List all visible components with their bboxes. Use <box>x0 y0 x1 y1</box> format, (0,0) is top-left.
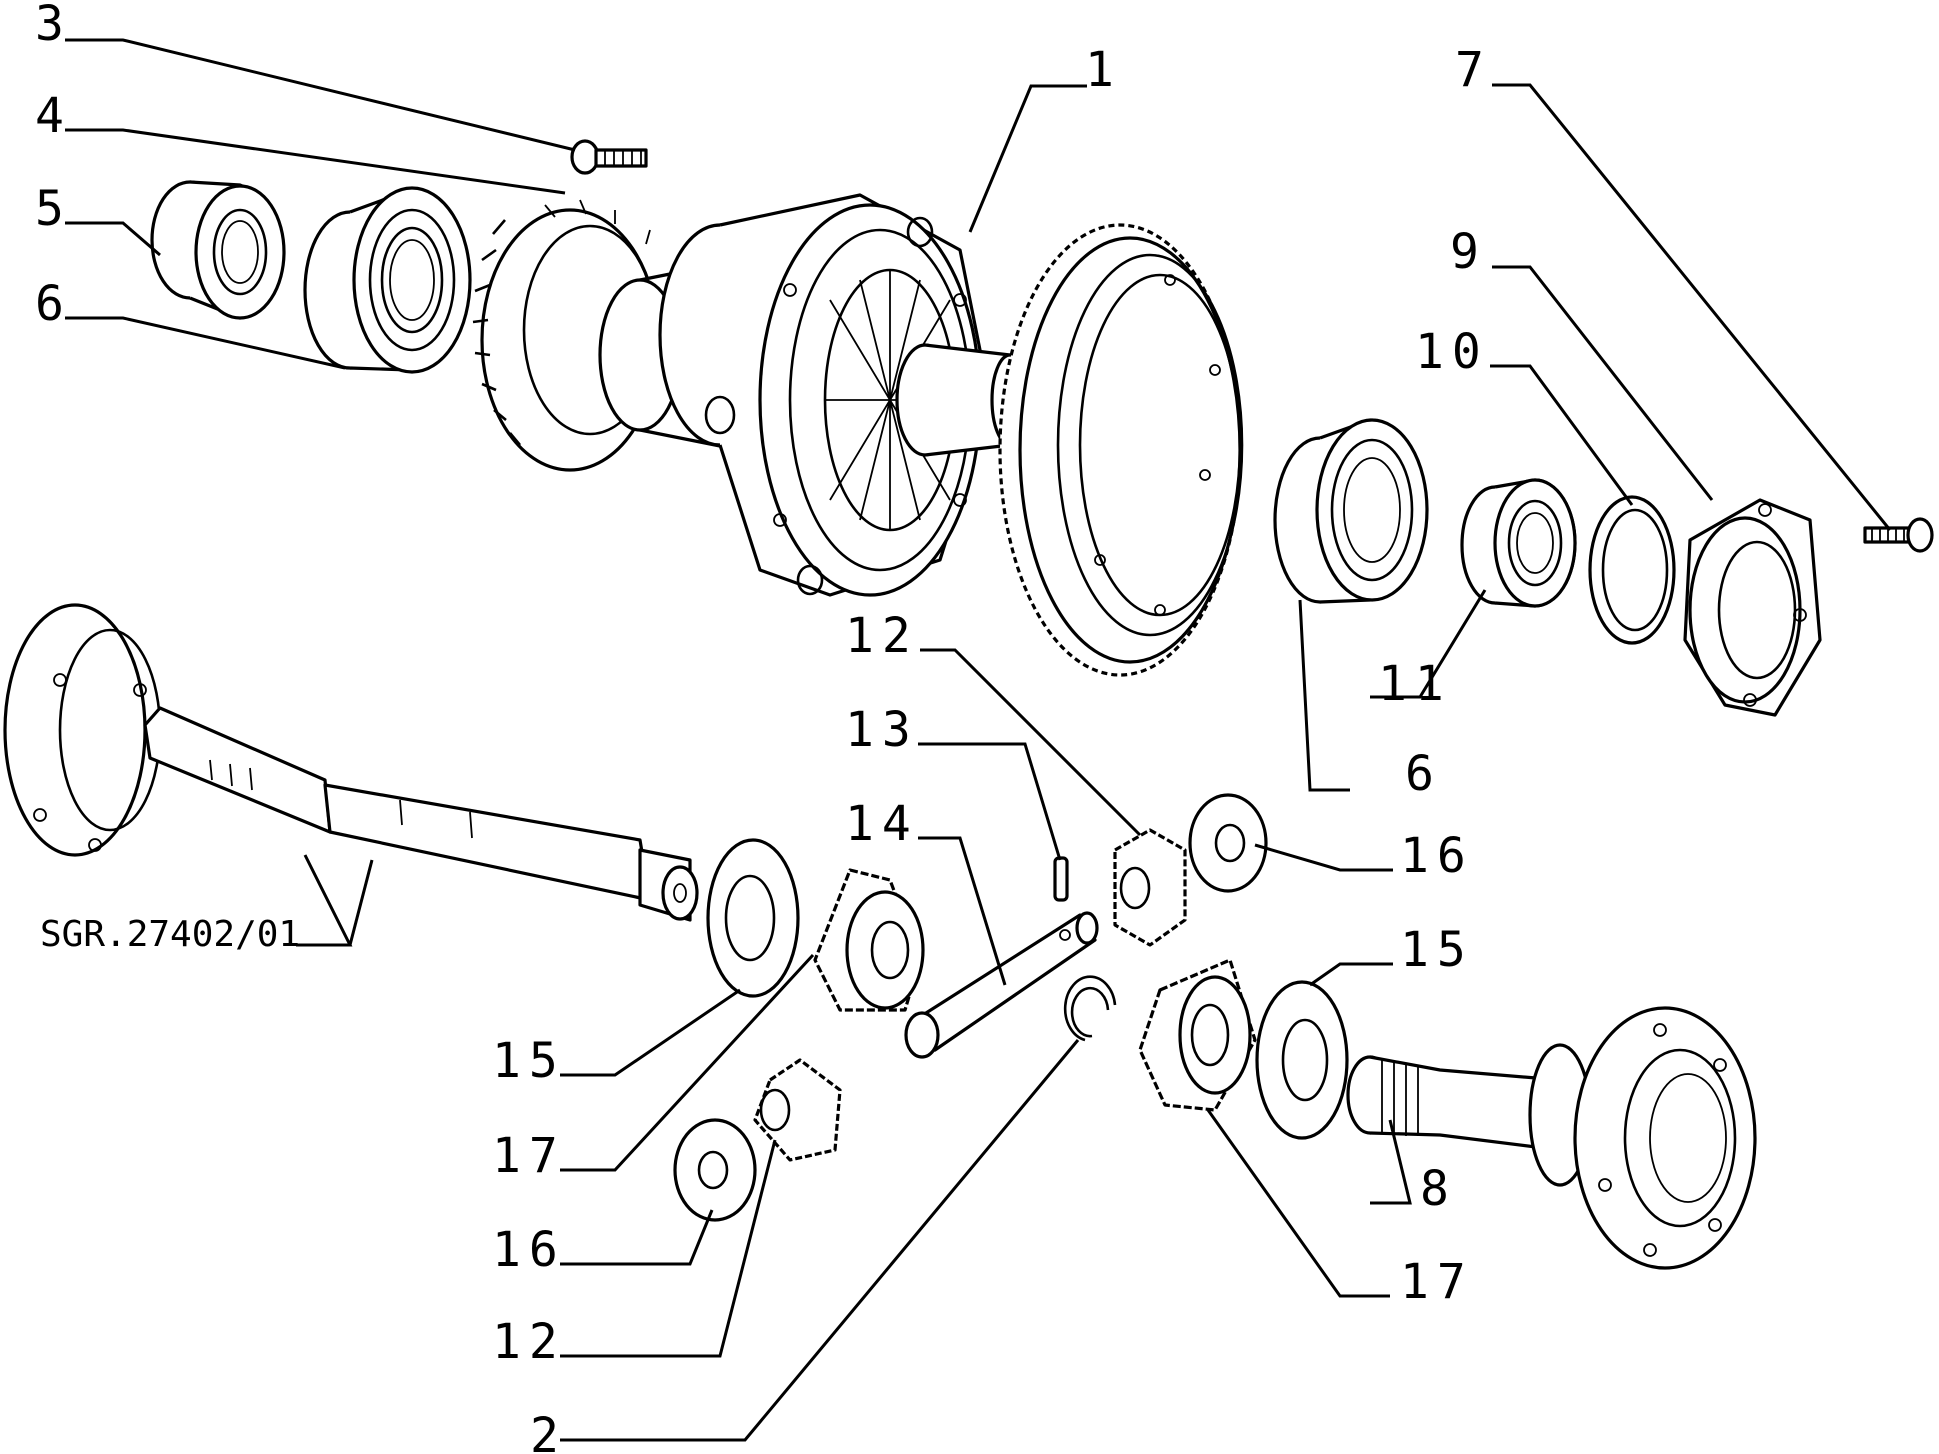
oil-seal-part-5 <box>150 180 286 320</box>
callout-12-bottom: 12 <box>492 1314 566 1370</box>
callout-10: 10 <box>1415 324 1489 380</box>
callout-1: 1 <box>1085 42 1114 98</box>
callout-8: 8 <box>1420 1161 1449 1217</box>
left-output-shaft <box>3 603 699 922</box>
ring-gear <box>998 223 1244 677</box>
side-gear-part-17-left <box>813 868 925 1012</box>
planet-gear-part-12-top <box>1113 828 1187 947</box>
o-ring-part-10 <box>1588 495 1676 645</box>
bolt-part-3 <box>570 139 648 175</box>
callout-3: 3 <box>35 0 64 52</box>
callout-4: 4 <box>35 88 64 144</box>
callout-5: 5 <box>35 181 64 237</box>
drawing-reference: SGR.27402/01 <box>40 914 300 955</box>
oil-seal-part-11 <box>1460 478 1577 608</box>
callout-11: 11 <box>1378 656 1452 712</box>
callouts: 3 4 5 6 1 7 9 10 11 6 12 13 14 16 15 8 1… <box>35 0 1489 1454</box>
washer-part-16-top <box>1188 793 1268 893</box>
flange-cover-part-9 <box>1683 498 1822 717</box>
callout-12-top: 12 <box>845 608 919 664</box>
bearing-part-6-left <box>303 186 472 374</box>
callout-16-top: 16 <box>1400 828 1474 884</box>
callout-6-left: 6 <box>35 276 64 332</box>
pinion-shaft-part-14 <box>904 911 1099 1059</box>
callout-17-right: 17 <box>1400 1254 1474 1310</box>
callout-16-bottom: 16 <box>492 1222 566 1278</box>
bearing-part-6-right <box>1273 418 1429 604</box>
roll-pin-part-13 <box>1053 856 1069 902</box>
planet-gear-part-12-bottom <box>753 1058 842 1162</box>
thrust-washer-part-15-right <box>1255 980 1349 1140</box>
callout-15-right: 15 <box>1400 922 1474 978</box>
callout-2: 2 <box>530 1408 559 1454</box>
callout-7: 7 <box>1455 42 1484 98</box>
callout-6-right: 6 <box>1405 746 1434 802</box>
callout-14: 14 <box>845 796 919 852</box>
flange-bolt-part-7 <box>1863 517 1934 553</box>
side-gear-part-17-right <box>1138 958 1257 1112</box>
snap-ring-part-2 <box>1063 975 1117 1042</box>
washer-part-16-bottom <box>673 1118 757 1222</box>
callout-9: 9 <box>1450 224 1479 280</box>
callout-15-left: 15 <box>492 1033 566 1089</box>
right-output-shaft-part-8 <box>1346 1006 1757 1270</box>
differential-housing-part-1 <box>598 193 1030 597</box>
callout-13: 13 <box>845 702 919 758</box>
callout-17-left: 17 <box>492 1128 566 1184</box>
leader-lines <box>65 38 1892 1442</box>
thrust-washer-part-15-left <box>706 838 800 998</box>
